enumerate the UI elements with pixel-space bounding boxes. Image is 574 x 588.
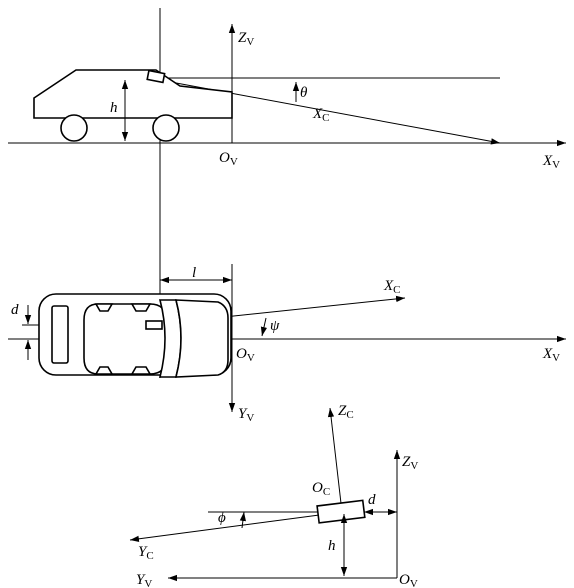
rear-view: ZC ZV OC d ϕ h YC YV OV <box>129 403 418 588</box>
top-pillar-rear-left <box>130 303 152 312</box>
top-cabin <box>83 303 167 375</box>
top-origin-label: OV <box>236 346 255 364</box>
rear-roll-label: ϕ <box>218 510 226 526</box>
top-rear-window <box>51 305 69 364</box>
top-pillar-front-left <box>94 303 114 312</box>
top-d-label: d <box>11 302 19 318</box>
side-camera-axis-label: XC <box>312 106 330 124</box>
top-hood <box>174 299 229 378</box>
rear-camera-origin-label: OC <box>312 480 330 498</box>
side-car-body <box>33 69 233 119</box>
side-x-axis-label: XV <box>542 153 560 171</box>
rear-camera <box>316 499 366 524</box>
top-pillar-rear-right <box>130 366 152 375</box>
side-pitch-label: θ <box>300 85 308 101</box>
top-x-axis-label: XV <box>542 346 560 364</box>
side-front-wheel <box>152 114 180 142</box>
rear-camera-y-axis <box>129 511 343 542</box>
rear-vehicle-origin-label: OV <box>399 572 418 588</box>
side-view: h θ ZV XC OV XV <box>8 24 566 171</box>
side-rear-wheel <box>60 114 88 142</box>
side-height-label: h <box>110 100 118 116</box>
rear-vehicle-y-label: YV <box>136 572 152 588</box>
rear-d-label: d <box>368 492 376 508</box>
top-camera-axis-label: XC <box>383 278 401 296</box>
top-view: l d ψ XC OV XV YV <box>8 264 566 424</box>
top-camera <box>145 320 163 330</box>
top-pillar-front-right <box>94 366 114 375</box>
rear-camera-y-label: YC <box>138 544 154 562</box>
top-y-axis-label: YV <box>238 406 254 424</box>
rear-camera-z-axis <box>327 407 343 513</box>
top-yaw-arrow <box>260 317 268 337</box>
rear-vehicle-z-label: ZV <box>402 454 418 472</box>
top-l-label: l <box>192 265 196 281</box>
top-yaw-label: ψ <box>270 318 280 334</box>
side-origin-label: OV <box>219 150 238 168</box>
side-z-axis-label: ZV <box>238 30 254 48</box>
rear-height-label: h <box>328 538 336 554</box>
rear-roll-arrow <box>239 511 247 529</box>
side-camera <box>146 69 166 84</box>
rear-camera-z-label: ZC <box>338 403 354 421</box>
